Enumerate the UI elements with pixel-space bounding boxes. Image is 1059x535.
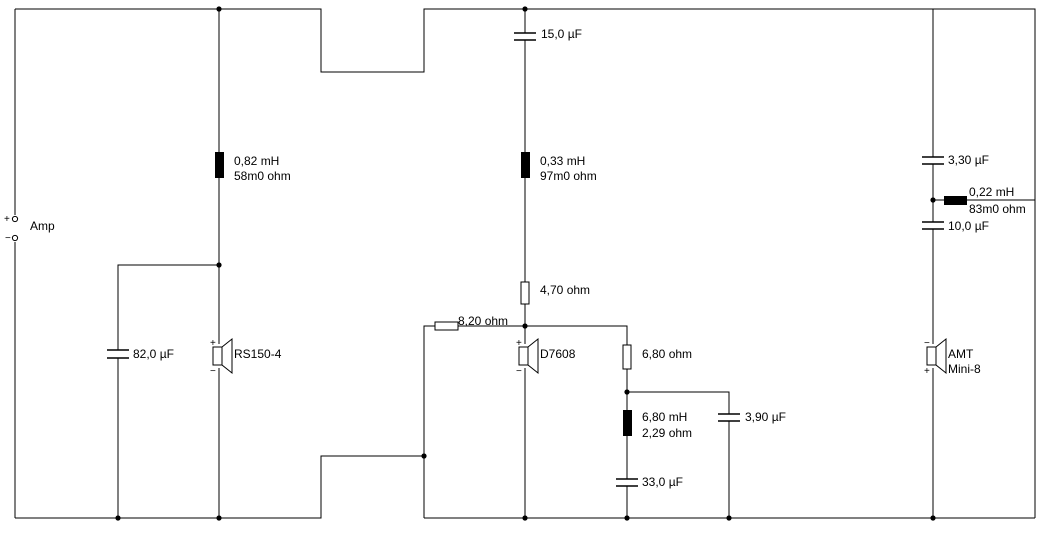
amp-label: Amp [30, 219, 55, 233]
c5-value-label: 3,30 µF [948, 153, 989, 167]
woofer-label: RS150-4 [234, 347, 282, 361]
midrange-minus-sign: − [516, 366, 522, 377]
tweeter-minus-sign: − [924, 338, 930, 349]
amp-plus-terminal [11, 215, 19, 223]
resistor-r2: 8,20 ohm [434, 314, 508, 331]
amp-minus-sign: − [5, 233, 11, 244]
inductor-l3: 6,80 mH 2,29 ohm [623, 410, 692, 440]
l2-resistance-label: 97m0 ohm [540, 169, 597, 183]
l3-resistance-label: 2,29 ohm [642, 426, 692, 440]
r3-value-label: 6,80 ohm [642, 347, 692, 361]
inductor-l2: 0,33 mH 97m0 ohm [521, 152, 597, 183]
speaker-midrange: + − D7608 [516, 337, 576, 377]
woofer-plus-sign: + [210, 338, 216, 349]
capacitor-c5: 3,30 µF [922, 153, 989, 167]
speaker-tweeter: − + AMT Mini-8 [924, 337, 981, 377]
capacitor-c3: 3,90 µF [718, 410, 786, 424]
inductor-l4: 0,22 mH 83m0 ohm [944, 185, 1026, 216]
capacitor-c1: 82,0 µF [107, 347, 174, 361]
r1-value-label: 4,70 ohm [540, 283, 590, 297]
resistor-r1: 4,70 ohm [520, 281, 590, 305]
midrange-plus-sign: + [516, 338, 522, 349]
c6-value-label: 10,0 µF [948, 219, 989, 233]
c3-value-label: 3,90 µF [745, 410, 786, 424]
tweeter-plus-sign: + [924, 366, 930, 377]
wires [14, 8, 1036, 519]
tweeter-label-line2: Mini-8 [948, 362, 981, 376]
speaker-woofer: + − RS150-4 [210, 337, 282, 377]
midrange-label: D7608 [540, 347, 576, 361]
amp-minus-terminal [11, 234, 19, 242]
junction-dots [115, 6, 936, 521]
capacitor-c2: 15,0 µF [514, 27, 582, 41]
c1-value-label: 82,0 µF [133, 347, 174, 361]
resistor-r3: 6,80 ohm [622, 344, 692, 370]
l2-value-label: 0,33 mH [540, 154, 585, 168]
c2-value-label: 15,0 µF [541, 27, 582, 41]
capacitor-c4: 33,0 µF [616, 475, 683, 489]
l3-value-label: 6,80 mH [642, 410, 687, 424]
amp-plus-sign: + [4, 214, 10, 225]
l1-resistance-label: 58m0 ohm [234, 169, 291, 183]
capacitor-c6: 10,0 µF [922, 219, 989, 233]
r2-value-label: 8,20 ohm [458, 314, 508, 328]
c4-value-label: 33,0 µF [642, 475, 683, 489]
l4-resistance-label: 83m0 ohm [969, 202, 1026, 216]
tweeter-label-line1: AMT [948, 347, 974, 361]
l4-value-label: 0,22 mH [969, 185, 1014, 199]
amp-terminals: + − Amp [4, 214, 55, 244]
l1-value-label: 0,82 mH [234, 154, 279, 168]
inductor-l1: 0,82 mH 58m0 ohm [215, 152, 291, 183]
woofer-minus-sign: − [210, 366, 216, 377]
